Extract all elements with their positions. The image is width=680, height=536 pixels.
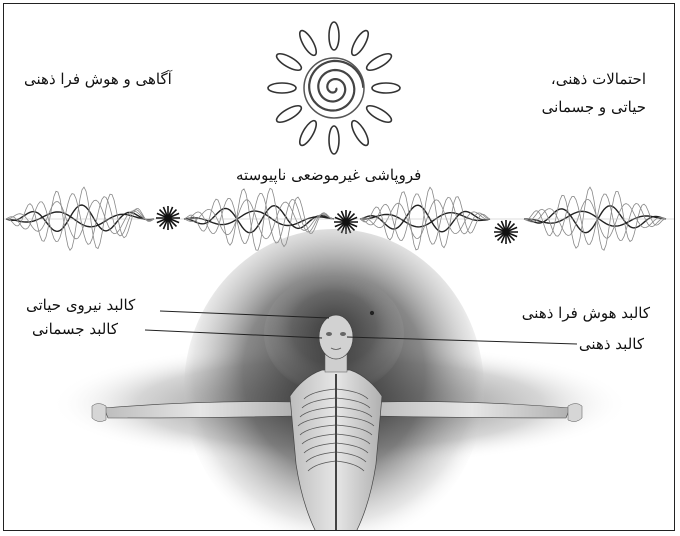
label-possibilities-line2: حیاتی و جسمانی bbox=[542, 96, 646, 118]
sun-icon bbox=[268, 22, 400, 154]
label-vital-body: کالبد نیروی حیاتی bbox=[26, 294, 135, 316]
label-mental-body: کالبد ذهنی bbox=[579, 333, 644, 355]
diagram-frame: آگاهی و هوش فرا ذهنی احتمالات ذهنی، حیات… bbox=[3, 3, 675, 531]
label-nonlocal-collapse: فروپاشی غیرموضعی ناپیوسته bbox=[236, 164, 421, 186]
human-body-figure bbox=[50, 229, 630, 531]
label-supramental-body: کالبد هوش فرا ذهنی bbox=[522, 302, 650, 324]
label-possibilities-line1: احتمالات ذهنی، bbox=[551, 68, 646, 90]
label-supramental-awareness: آگاهی و هوش فرا ذهنی bbox=[24, 68, 172, 90]
label-physical-body: کالبد جسمانی bbox=[32, 318, 118, 340]
